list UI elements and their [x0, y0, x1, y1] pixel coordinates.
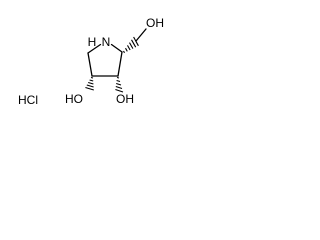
hydroxyl-left-label: HO	[65, 92, 83, 106]
bond-c3-c2	[117, 51, 123, 77]
bond-c5-c4	[87, 52, 93, 77]
salt-label: HCl	[18, 93, 38, 107]
bond-n-c2	[110, 43, 123, 53]
ring-nitrogen-label: N	[102, 35, 111, 49]
hydroxymethyl-oxygen-label: OH	[146, 16, 164, 30]
ring-nitrogen-hydrogen-label: H	[88, 35, 97, 49]
stereo-bond-c2-ch2	[123, 36, 139, 54]
chemical-structure: H N OH HO OH HCl	[18, 16, 164, 107]
stereo-bond-c4-oh	[85, 76, 94, 91]
hydroxyl-right-label: OH	[116, 92, 134, 106]
stereo-bond-c3-oh	[115, 76, 124, 93]
bond-ch2-o	[135, 28, 147, 42]
bond-c5-n	[87, 43, 102, 54]
